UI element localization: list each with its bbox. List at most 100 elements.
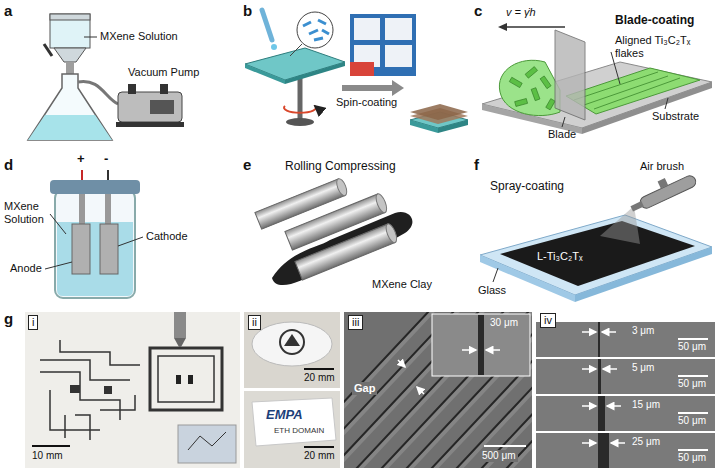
logo-text: ETH DOMAIN — [274, 426, 324, 435]
line-pattern-micrograph — [486, 349, 500, 351]
scale-bar-label: 20 mm — [302, 450, 337, 462]
electrochemical-cell — [57, 222, 133, 296]
gap-micrographs — [536, 322, 715, 468]
blade-coater — [574, 72, 680, 109]
blade-coater — [509, 77, 522, 87]
printed-circuit-photo — [40, 360, 130, 380]
printed-logo-photo — [244, 312, 340, 388]
electrochemical-cell — [100, 224, 118, 274]
spin-coater — [350, 14, 416, 76]
electrochemical-cell — [105, 194, 111, 224]
spin-coater — [385, 45, 412, 67]
filtration-setup — [44, 44, 52, 56]
component-label: Glass — [478, 284, 506, 297]
filtration-setup — [150, 100, 174, 114]
printed-circuit-photo — [158, 356, 214, 402]
spin-coater — [385, 18, 412, 40]
electrochemical-cell — [45, 262, 72, 269]
component-label: MXene Solution — [4, 200, 52, 225]
subpanel-numeral: iv — [540, 313, 556, 328]
blade-coater — [531, 88, 540, 101]
rolling-press — [295, 224, 395, 280]
subpanel-numeral: ii — [248, 315, 261, 330]
process-name: Spin-coating — [336, 96, 397, 109]
blade-coater — [515, 99, 528, 107]
printed-circuit-photo — [150, 348, 222, 410]
rolling-press — [384, 222, 399, 244]
component-label: Anode — [10, 262, 42, 275]
spin-coater — [286, 118, 314, 126]
gap-micrographs — [678, 338, 708, 340]
printed-logo-photo — [304, 368, 334, 370]
component-label: Vacuum Pump — [128, 66, 199, 79]
printed-logo-photo — [252, 398, 336, 446]
line-pattern-micrograph — [478, 315, 484, 375]
gap-micrographs — [582, 405, 596, 407]
process-name: Rolling Compressing — [285, 160, 396, 174]
line-pattern-micrograph — [417, 387, 424, 394]
printed-logo-photo — [244, 391, 340, 468]
printed-circuit-photo — [174, 312, 186, 338]
spin-coater — [284, 106, 316, 113]
filtration-setup — [50, 14, 90, 20]
spin-coater — [245, 10, 468, 133]
scale-bar-label: 20 mm — [302, 372, 337, 384]
blade-coater — [509, 67, 555, 110]
line-pattern-micrograph — [344, 312, 532, 468]
component-label: Aligned Ti₃C₂Tₓ flakes — [615, 34, 711, 59]
spin-coater — [285, 62, 345, 84]
scale-bar-label: 10 mm — [30, 450, 65, 462]
panel-letter: b — [243, 2, 252, 19]
printed-logo-photo — [304, 446, 334, 448]
spin-coater — [303, 20, 329, 40]
gap-micrographs — [598, 396, 605, 431]
gap-micrographs — [598, 433, 609, 468]
gap-micrographs — [536, 433, 715, 468]
blade-coater — [665, 98, 668, 109]
printed-circuit-photo — [176, 375, 181, 384]
gap-micrographs — [582, 442, 596, 444]
filtration-setup — [54, 48, 86, 62]
scale-bar-label: 50 μm — [676, 341, 708, 353]
gap-width: 3 μm — [630, 325, 656, 337]
blade-coater — [499, 60, 560, 115]
subpanel-numeral: iii — [348, 315, 363, 330]
rolling-press — [374, 192, 389, 214]
blade-coater — [540, 76, 551, 89]
spin-coater — [410, 104, 468, 120]
gap-micrographs — [678, 412, 708, 414]
subpanel-numeral: i — [28, 315, 38, 330]
polarity-sign: + — [77, 152, 85, 167]
spray-coater — [493, 268, 498, 282]
filtration-setup — [78, 81, 118, 104]
dimension-label: 30 μm — [488, 317, 520, 329]
blade-coater — [482, 23, 712, 134]
feature-label: Gap — [352, 382, 377, 395]
line-pattern-micrograph — [398, 360, 405, 367]
printed-circuit-photo — [40, 372, 120, 420]
gap-micrographs — [611, 442, 625, 444]
spray-coater — [638, 174, 697, 210]
filtration-setup — [118, 92, 182, 122]
printed-logo-photo — [252, 322, 332, 366]
gap-micrographs — [536, 322, 715, 357]
blade-coater — [566, 68, 700, 114]
spray-coater — [658, 178, 669, 189]
spin-coater — [342, 85, 392, 91]
printed-circuit-photo — [50, 390, 100, 430]
component-label: Air brush — [640, 160, 684, 173]
filtration-setup — [116, 122, 184, 127]
electrochemical-cell — [79, 194, 85, 224]
blade-coater — [498, 23, 507, 31]
spin-coater — [354, 18, 380, 40]
blade-coater — [525, 67, 537, 79]
panel-letter: g — [4, 310, 13, 327]
gap-micrographs — [598, 359, 601, 394]
gap-micrographs — [678, 449, 708, 451]
printed-circuit-photo — [25, 312, 240, 468]
printed-circuit-photo — [65, 415, 90, 440]
spray-coater — [600, 206, 640, 244]
rolling-press — [295, 222, 399, 280]
